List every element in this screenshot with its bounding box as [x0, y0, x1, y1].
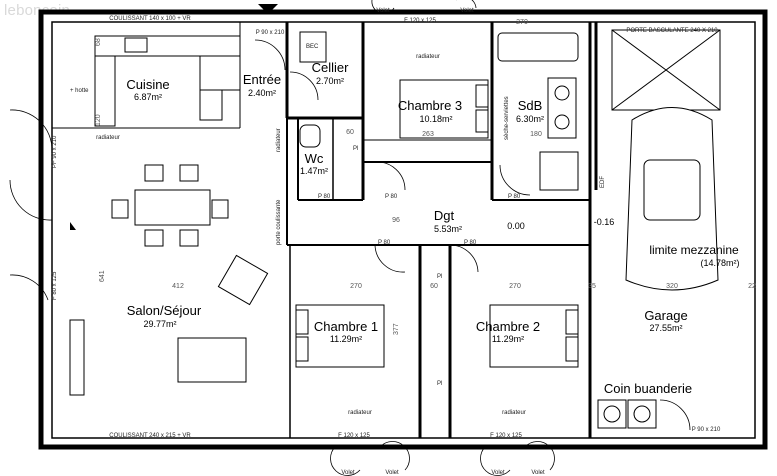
label-edf: EDF [600, 176, 606, 188]
room-name-chambre2: Chambre 2 [476, 319, 540, 334]
label-pl-3: Pl [437, 381, 442, 387]
dim-270-b: 270 [509, 283, 521, 290]
room-name-mezzanine: limite mezzanine [649, 243, 739, 257]
dim-377: 377 [393, 323, 400, 335]
label-level-garage: -0.16 [594, 217, 615, 227]
label-f120-br: F 120 x 125 [490, 433, 522, 439]
label-volet-4: Volet [385, 470, 399, 476]
label-p80-2: P 80 [385, 194, 398, 200]
label-p90-entree: P 90 x 210 [256, 30, 285, 36]
room-area-chambre1: 11.29m² [330, 334, 362, 344]
label-volet-3: Volet [341, 470, 355, 476]
label-seche-serviettes: sèche-serviettes [504, 96, 510, 140]
dim-412: 412 [172, 283, 184, 290]
room-name-cuisine: Cuisine [126, 77, 169, 92]
dim-22: 22 [748, 283, 756, 290]
label-bec: BEC [306, 44, 319, 50]
room-name-chambre1: Chambre 1 [314, 319, 378, 334]
room-name-wc: Wc [305, 151, 324, 166]
dim-270-a: 270 [350, 283, 362, 290]
label-radiateur-chambre3: radiateur [416, 54, 440, 60]
label-porte-coulissante: porte coulissante [276, 199, 282, 245]
room-name-cellier: Cellier [312, 60, 350, 75]
room-area-chambre3: 10.18m² [419, 114, 452, 124]
label-coulissant-top: COULISSANT 140 x 100 + VR [109, 16, 191, 22]
label-volet-5: Volet [491, 470, 505, 476]
entry-arrow-icon [258, 4, 278, 14]
room-area-garage: 27.55m² [649, 323, 682, 333]
label-radiateur-entree: radiateur [276, 128, 282, 152]
label-p80-5: P 80 [464, 240, 477, 246]
room-name-sdb: SdB [518, 98, 543, 113]
label-p80-1: P 80 [318, 194, 331, 200]
room-name-buanderie: Coin buanderie [604, 381, 692, 396]
dim-35: 35 [588, 283, 596, 290]
room-area-mezzanine: (14.78m²) [700, 258, 739, 268]
dim-263: 263 [422, 131, 434, 138]
label-f120-bl: F 120 x 125 [338, 433, 370, 439]
label-pl-1: Pl [353, 146, 358, 152]
label-f80: F 80 x 125 [52, 271, 58, 300]
room-labels: Cuisine 6.87m² Entrée 2.40m² Cellier 2.7… [126, 60, 739, 396]
label-radiateur-chambre1: radiateur [348, 410, 372, 416]
garage-contents [597, 29, 721, 429]
label-coulissant-bottom: COULISSANT 240 x 215 + VR [109, 433, 191, 439]
label-radiateur-chambre2: radiateur [502, 410, 526, 416]
dim-96: 96 [392, 217, 400, 224]
label-p80-3: P 80 [508, 194, 521, 200]
dim-68: 68 [95, 38, 102, 46]
label-level-dgt: 0.00 [507, 221, 525, 231]
room-name-garage: Garage [644, 308, 687, 323]
room-area-entree: 2.40m² [248, 88, 276, 98]
label-volet-1: Volet [376, 8, 390, 14]
interior-walls [52, 22, 598, 438]
room-area-sdb: 6.30m² [516, 114, 544, 124]
dim-60-b: 60 [430, 283, 438, 290]
room-area-wc: 1.47m² [300, 166, 328, 176]
dim-120: 120 [95, 114, 102, 126]
room-area-dgt: 5.53m² [434, 224, 462, 234]
room-name-chambre3: Chambre 3 [398, 98, 462, 113]
beds [295, 79, 579, 368]
room-name-salon: Salon/Séjour [127, 303, 202, 318]
label-pl-2: Pl [437, 274, 442, 280]
room-area-cellier: 2.70m² [316, 76, 344, 86]
room-area-cuisine: 6.87m² [134, 92, 162, 102]
annotations: COULISSANT 140 x 100 + VR COULISSANT 240… [52, 8, 721, 476]
dimension-labels: 412 270 270 270 60 60 263 180 96 641 377… [95, 19, 756, 335]
dim-641: 641 [99, 270, 106, 282]
dim-60-a: 60 [346, 129, 354, 136]
label-porte-basculante: PORTE BASCULANTE 240 X 210 [626, 28, 718, 34]
label-p80-4: P 80 [378, 240, 391, 246]
living-furniture [69, 254, 269, 396]
door-swings [9, 0, 691, 476]
label-volet-2: Volet [460, 8, 474, 14]
label-p90-garage: P 90 x 210 [692, 427, 721, 433]
north-arrow-icon [70, 222, 76, 230]
room-name-dgt: Dgt [434, 208, 455, 223]
dim-180: 180 [530, 131, 542, 138]
bathroom-fixtures [299, 31, 579, 191]
dim-270-c: 270 [516, 19, 528, 26]
room-area-chambre2: 11.29m² [492, 334, 524, 344]
label-f120-top: F 120 x 125 [404, 18, 436, 24]
label-hotte: + hotte [70, 88, 89, 94]
dining-set [111, 164, 229, 247]
label-radiateur-kitchen: radiateur [96, 135, 120, 141]
label-volet-6: Volet [531, 470, 545, 476]
label-pf90: PF 90 x 210 [52, 135, 58, 168]
dim-320: 320 [666, 283, 678, 290]
room-name-entree: Entrée [243, 72, 281, 87]
room-area-salon: 29.77m² [143, 319, 176, 329]
kitchen-counters [94, 35, 241, 127]
